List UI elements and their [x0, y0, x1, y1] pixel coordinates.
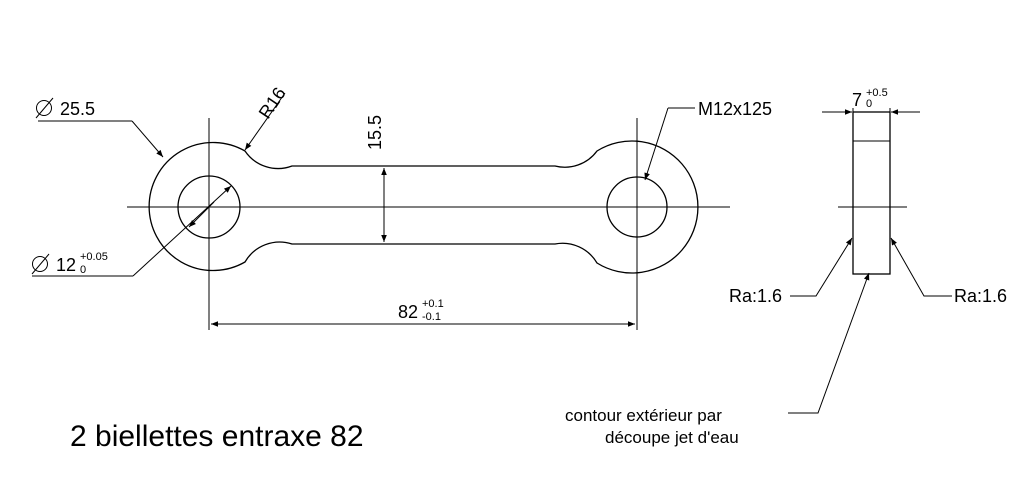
dia-hole-leader-inner-arrow — [188, 201, 215, 228]
front-view: 25.5 R16 15.5 12 +0.05 0 M12x125 82 +0.1… — [31, 84, 772, 330]
dia-hole-leader — [132, 185, 232, 277]
dia-outer-label: 25.5 — [60, 99, 95, 119]
dia-hole-tol-upper: +0.05 — [80, 251, 108, 263]
side-view: 7 +0.5 0 Ra:1.6 Ra:1.6 contour extérieur… — [565, 87, 1007, 447]
dia-hole-label: 12 — [56, 255, 76, 275]
dia-outer-leader-arrow — [131, 120, 164, 158]
roughness-left-label: Ra:1.6 — [729, 286, 782, 306]
note-leader — [788, 272, 870, 414]
note-line-2: découpe jet d'eau — [605, 428, 739, 447]
thread-label: M12x125 — [698, 99, 772, 119]
note-line-1: contour extérieur par — [565, 406, 722, 425]
width-dim-label: 15.5 — [365, 115, 385, 150]
thickness-label: 7 — [852, 90, 862, 110]
center-dist-tol-upper: +0.1 — [422, 298, 444, 310]
diameter-icon — [31, 253, 50, 275]
drawing-title: 2 biellettes entraxe 82 — [70, 420, 364, 453]
roughness-right-leader — [890, 237, 952, 297]
part-outline — [148, 140, 699, 274]
center-dist-tol-lower: -0.1 — [422, 311, 441, 323]
center-dist-label: 82 — [398, 302, 418, 322]
thickness-tol-lower: 0 — [866, 98, 872, 110]
radius-label: R16 — [255, 84, 290, 123]
diameter-icon — [35, 97, 54, 119]
thickness-tol-upper: +0.5 — [866, 87, 888, 99]
roughness-right-label: Ra:1.6 — [954, 286, 1007, 306]
roughness-left-leader — [790, 237, 853, 297]
radius-leader — [244, 92, 286, 151]
dia-hole-tol-lower: 0 — [80, 264, 86, 276]
side-view-outline — [852, 111, 891, 275]
thread-leader — [644, 107, 669, 181]
